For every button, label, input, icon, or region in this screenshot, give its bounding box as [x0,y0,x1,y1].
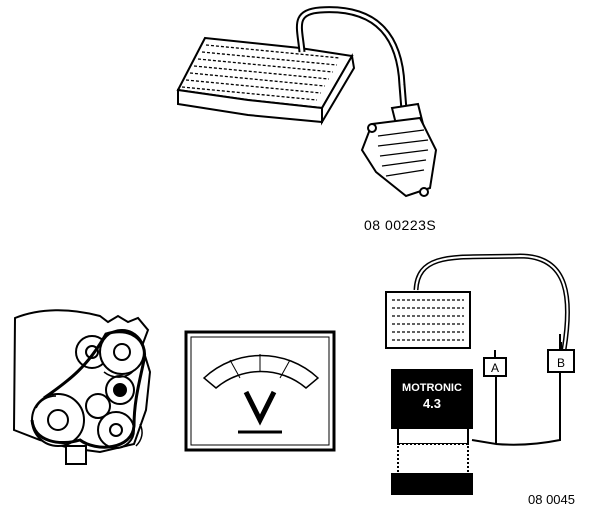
bottom-reference-number: 08 0045 [528,492,575,507]
breakout-box-drawing [176,6,438,198]
voltmeter-drawing [184,330,336,452]
module-version: 4.3 [422,396,442,411]
module-label: MOTRONIC 4.3 [398,380,466,412]
engine-belt-drive-drawing [12,309,152,465]
plug-b-label: B [557,356,565,370]
top-reference-number: 08 00223S [364,217,437,233]
control-module-drawing [385,253,575,495]
plug-a-label: A [491,361,499,375]
module-name: MOTRONIC [402,382,462,394]
